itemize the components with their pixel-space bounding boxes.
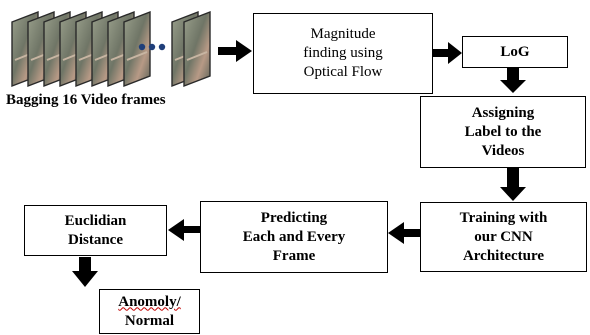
arrow-magnitude-to-log [432, 42, 462, 64]
anomaly-normal-box: Anomoly/ Normal [99, 289, 200, 334]
arrow-log-to-assigning [500, 68, 526, 93]
normal-label: Normal [124, 312, 175, 329]
anomaly-label: Anomoly/ [118, 293, 181, 310]
predicting-frames-box: Predicting Each and Every Frame [200, 201, 388, 273]
video-frame-8 [123, 10, 151, 88]
arrow-predicting-to-euclidian [168, 219, 200, 241]
ellipsis-dots [138, 43, 166, 51]
arrow-frames-to-magnitude [218, 40, 252, 62]
arrow-training-to-predicting [388, 222, 420, 244]
video-frame-16b-texture [186, 51, 208, 61]
assigning-label-box: Assigning Label to the Videos [420, 96, 586, 168]
video-frame-16b [183, 10, 211, 88]
frames-caption: Bagging 16 Video frames [6, 92, 166, 108]
euclidian-distance-box: Euclidian Distance [24, 205, 167, 256]
arrow-euclidian-to-anomaly [72, 257, 98, 287]
training-cnn-box: Training with our CNN Architecture [420, 202, 587, 272]
arrow-assigning-to-training [500, 168, 526, 201]
log-box: LoG [462, 36, 568, 68]
video-frame-8-texture [126, 51, 148, 61]
magnitude-optical-flow-box: Magnitude finding using Optical Flow [253, 13, 433, 94]
